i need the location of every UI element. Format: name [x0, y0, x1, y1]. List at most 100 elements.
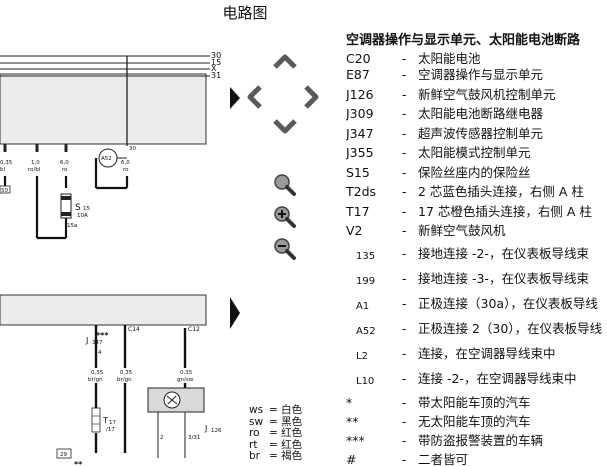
page-title: 电路图: [222, 4, 268, 22]
legend-code: J355: [346, 145, 374, 160]
color-name: 红色: [281, 427, 303, 439]
box-29-label: 29: [60, 452, 67, 458]
legend-separator: -: [402, 145, 407, 160]
fan-pin-left: 2: [160, 435, 164, 441]
rail-30-label: 30: [211, 51, 221, 60]
fuse-sub: 15: [83, 206, 90, 212]
legend-description: 正极连接 2（30），在仪表板导线: [418, 321, 603, 336]
t17-pin: /17: [106, 427, 115, 433]
fuse-terminal: 15a: [67, 223, 77, 229]
fuse-rating: 10A: [77, 213, 88, 219]
color-eq: =: [269, 450, 278, 462]
t17-sub: 17: [109, 420, 116, 426]
legend-separator: -: [402, 184, 407, 199]
legend-separator: -: [402, 87, 407, 102]
legend-code: ***: [346, 433, 365, 448]
legend-code: 135: [356, 251, 376, 262]
relay-stars: ***: [96, 331, 109, 340]
wire-color-2: ro/bl: [28, 167, 41, 173]
color-row: br= 褐色: [249, 450, 339, 463]
legend-code: A1: [356, 301, 370, 312]
legend-description: 太阳能电池断路继电器: [418, 106, 544, 121]
c14-label: C14: [128, 326, 140, 333]
legend-code: C20: [346, 51, 371, 66]
wire-size-4: 6,0: [121, 160, 130, 166]
chevron-left-icon[interactable]: [245, 84, 263, 110]
legend-title: 空调器操作与显示单元、太阳能电池断路: [346, 33, 581, 48]
legend-separator: -: [402, 223, 407, 238]
legend-separator: -: [402, 204, 407, 219]
fuse-name: S: [75, 203, 81, 213]
legend-separator: -: [402, 106, 407, 121]
color-abbr: sw: [249, 415, 264, 428]
legend-code: T17: [346, 204, 370, 219]
legend-separator: -: [402, 371, 407, 386]
color-eq: =: [269, 415, 278, 428]
lower-wire-color-3: gn/sw: [177, 377, 194, 383]
legend-description: 接地连接 -2-，在仪表板导线束: [418, 246, 589, 261]
legend-description: 连接 -2-，在空调器导线束中: [418, 371, 577, 386]
chevron-down-icon[interactable]: [272, 118, 298, 136]
rail-x-label: X: [211, 64, 217, 73]
rail-tap-label: 30: [129, 146, 136, 152]
legend-separator: -: [402, 433, 407, 448]
legend-description: 17 芯橙色插头连接，右侧 A 柱: [418, 204, 592, 219]
color-abbr: ws: [249, 404, 264, 416]
legend-separator: -: [402, 126, 407, 141]
wire-size-2: 1,0: [31, 160, 40, 166]
legend-separator: -: [402, 321, 407, 336]
zoom-in-icon[interactable]: [272, 204, 296, 228]
legend-separator: -: [402, 452, 407, 467]
legend-code: J309: [346, 106, 374, 121]
chevron-right-icon[interactable]: [303, 84, 321, 110]
legend-code: *: [346, 395, 353, 410]
legend-description: 新鲜空气鼓风机: [418, 223, 506, 238]
wire-color-3: ro: [62, 167, 68, 173]
wire-color-4: ro: [123, 167, 129, 173]
legend-description: 空调器操作与显示单元: [418, 67, 544, 82]
color-row: sw = 黑色: [249, 415, 339, 429]
color-name: 黑色: [281, 415, 303, 428]
legend-description: 太阳能电池: [418, 51, 481, 66]
legend-code: A52: [356, 326, 376, 337]
color-eq: =: [269, 438, 278, 451]
color-eq: =: [269, 404, 278, 416]
legend-code: #: [346, 452, 357, 467]
zoom-reset-icon[interactable]: [272, 172, 296, 196]
fan-pin-right: 3/31: [188, 435, 200, 441]
legend-separator: -: [402, 165, 407, 180]
legend-code: L10: [356, 376, 375, 387]
bottom-stars: **: [74, 460, 83, 467]
rail-31-label: 31: [211, 71, 221, 80]
wire-size-1: 0,35: [0, 160, 13, 166]
legend-separator: -: [402, 395, 407, 410]
legend-code: T2ds: [346, 184, 377, 199]
legend-description: 无太阳能车顶的汽车: [418, 414, 531, 429]
relay-name: J: [85, 336, 88, 345]
color-row: ro= 红色: [249, 427, 339, 440]
legend-separator: -: [402, 51, 407, 66]
legend-description: 超声波传感器控制单元: [418, 126, 544, 141]
fan-name: J: [204, 424, 207, 433]
legend-code: 199: [356, 276, 376, 287]
color-eq: =: [269, 427, 278, 439]
chevron-up-icon[interactable]: [272, 52, 298, 70]
legend-description: 正极连接（30a），在仪表板导线: [418, 296, 598, 311]
relay-sub: 347: [92, 340, 103, 346]
legend-description: 2 芯蓝色插头连接，右侧 A 柱: [418, 184, 584, 199]
zoom-out-icon[interactable]: [272, 236, 296, 260]
box-50-label: 50: [1, 188, 8, 194]
legend-description: 保险丝座内的保险丝: [418, 165, 531, 180]
legend-separator: -: [402, 296, 407, 311]
lower-wire-color-2: br/gn: [117, 377, 132, 383]
navigation-panel: [228, 50, 338, 329]
legend-separator: -: [402, 67, 407, 82]
color-row: rt= 红色: [249, 438, 339, 452]
play-arrow-icon[interactable]: [229, 86, 241, 110]
legend-description: 太阳能模式控制单元: [418, 145, 531, 160]
legend-code: **: [346, 414, 359, 429]
legend-code: S15: [346, 165, 370, 180]
color-abbr: rt: [249, 438, 258, 451]
play-arrow-icon-lower[interactable]: [229, 296, 241, 330]
legend-code: J347: [346, 126, 374, 141]
